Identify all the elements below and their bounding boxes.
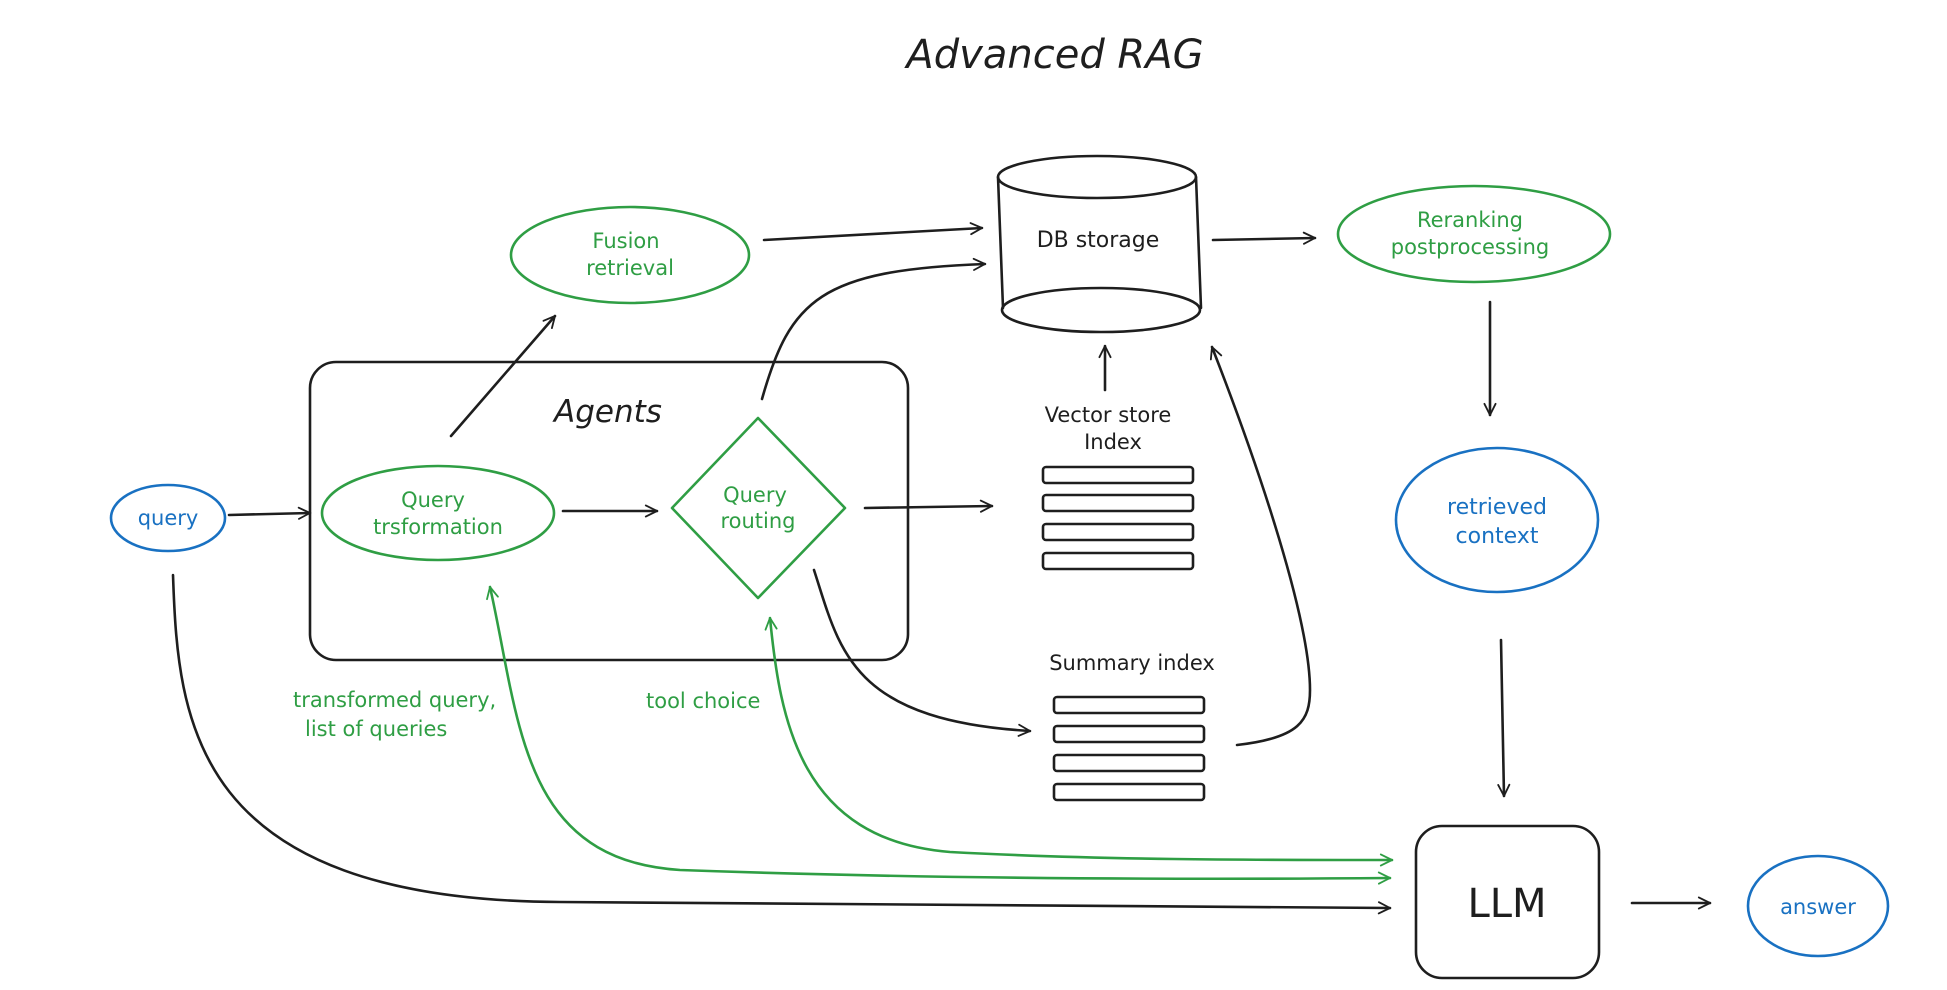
reranking-label-1: Reranking <box>1417 208 1523 232</box>
db-storage-label: DB storage <box>1037 228 1160 253</box>
query-routing-label-2: routing <box>720 509 795 533</box>
query-transformation-label-2: trsformation <box>373 515 503 539</box>
retrieved-context-label-1: retrieved <box>1447 495 1547 520</box>
fusion-retrieval-label-1: Fusion <box>592 229 659 253</box>
arrow-context-to-llm <box>1497 638 1511 798</box>
arrow-fusion-to-db <box>762 222 984 242</box>
arrow-query-to-llm <box>171 573 1392 915</box>
query-routing-node <box>670 416 847 600</box>
query-node <box>109 483 227 553</box>
reranking-label-2: postprocessing <box>1391 235 1550 259</box>
vector-store-label-2: Index <box>1084 430 1142 454</box>
arrow-routing-to-db <box>760 257 987 401</box>
query-label: query <box>138 506 199 530</box>
arrow-db-to-reranking <box>1211 231 1317 245</box>
diagram-title: Advanced RAG <box>903 32 1203 78</box>
arrow-llm-transformation-bidirectional <box>486 585 1392 885</box>
reranking-node <box>1336 184 1612 284</box>
tool-choice-label: tool choice <box>646 689 760 713</box>
db-storage-node <box>996 154 1203 334</box>
answer-label: answer <box>1780 895 1856 919</box>
arrow-llm-routing-bidirectional <box>764 616 1394 867</box>
query-transformation-label-1: Query <box>401 488 465 512</box>
vector-store-label-1: Vector store <box>1045 403 1172 427</box>
llm-node <box>1414 824 1601 980</box>
arrow-routing-to-vector <box>863 499 994 513</box>
llm-label: LLM <box>1467 881 1546 927</box>
vector-store-index-stack <box>1041 465 1195 571</box>
summary-index-label: Summary index <box>1049 651 1215 675</box>
query-transformation-node <box>320 464 556 562</box>
arrow-transformation-to-fusion <box>449 314 557 438</box>
answer-node <box>1746 854 1890 958</box>
arrow-routing-to-summary <box>812 568 1032 737</box>
transformed-query-label-2: list of queries <box>305 717 447 741</box>
retrieved-context-label-2: context <box>1456 524 1539 549</box>
transformed-query-label-1: transformed query, <box>293 688 496 712</box>
agents-label: Agents <box>552 394 662 430</box>
summary-index-stack <box>1052 695 1206 802</box>
fusion-retrieval-label-2: retrieval <box>586 256 674 280</box>
arrow-query-to-transformation <box>227 506 312 520</box>
fusion-retrieval-node <box>509 205 751 305</box>
arrow-summary-to-db <box>1209 345 1312 747</box>
retrieved-context-node <box>1394 446 1600 594</box>
query-routing-label-1: Query <box>723 483 787 507</box>
